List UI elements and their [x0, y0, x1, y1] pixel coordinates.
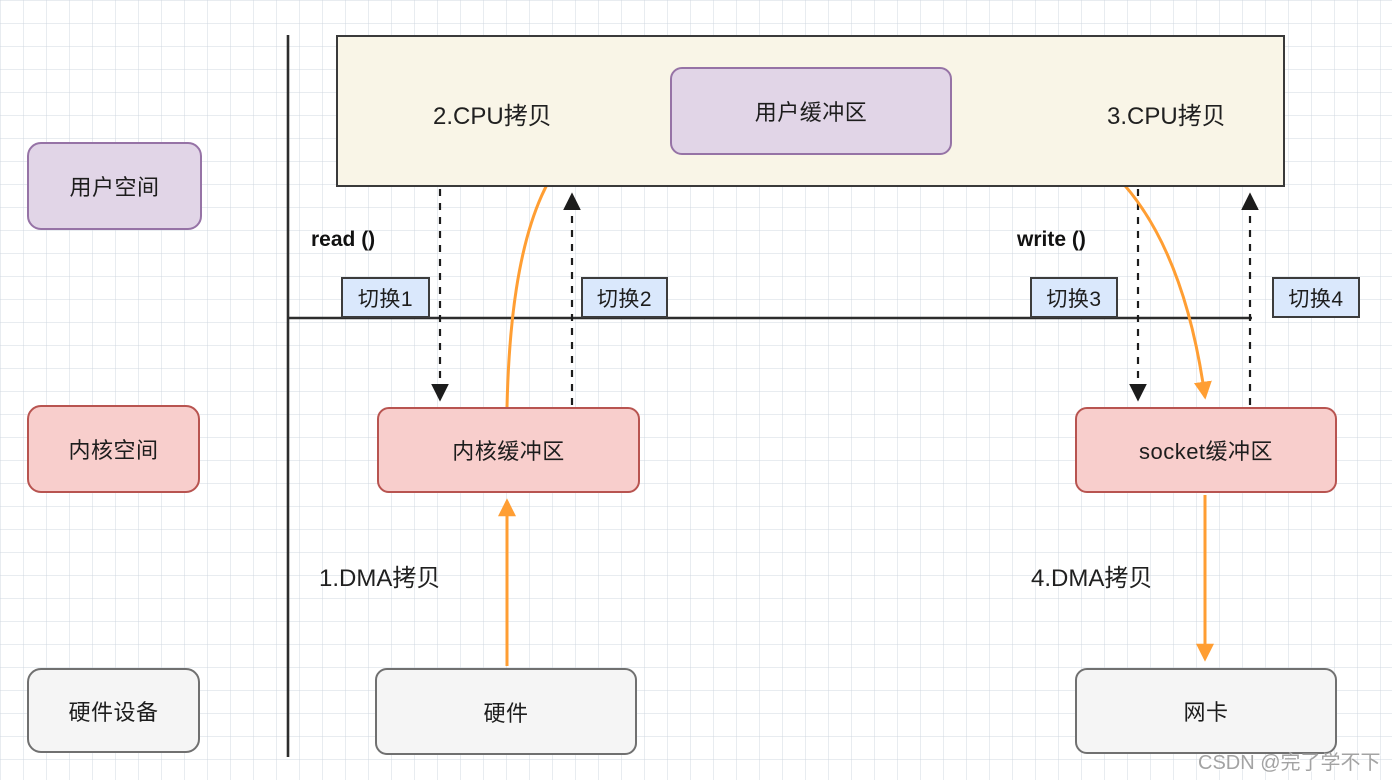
switch2-tag: 切换2: [581, 277, 668, 318]
lane-hardware-device: 硬件设备: [27, 668, 200, 753]
lane-kernel-space: 内核空间: [27, 405, 200, 493]
node-kernel-buffer: 内核缓冲区: [377, 407, 640, 493]
switch4-tag: 切换4: [1272, 277, 1360, 318]
label-cpu-copy-2: 2.CPU拷贝: [433, 103, 552, 130]
node-hardware: 硬件: [375, 668, 637, 755]
node-socket-buffer: socket缓冲区: [1075, 407, 1337, 493]
label-dma-copy-4: 4.DMA拷贝: [1031, 565, 1153, 592]
label-read-syscall: read (): [311, 228, 376, 251]
switch3-tag: 切换3: [1030, 277, 1118, 318]
switch1-tag: 切换1: [341, 277, 430, 318]
node-user-buffer: 用户缓冲区: [670, 67, 952, 155]
csdn-watermark: CSDN @完了学不下: [1198, 752, 1381, 774]
label-dma-copy-1: 1.DMA拷贝: [319, 565, 441, 592]
node-nic: 网卡: [1075, 668, 1337, 754]
label-write-syscall: write (): [1017, 228, 1086, 251]
label-cpu-copy-3: 3.CPU拷贝: [1107, 103, 1226, 130]
lane-user-space: 用户空间: [27, 142, 202, 230]
